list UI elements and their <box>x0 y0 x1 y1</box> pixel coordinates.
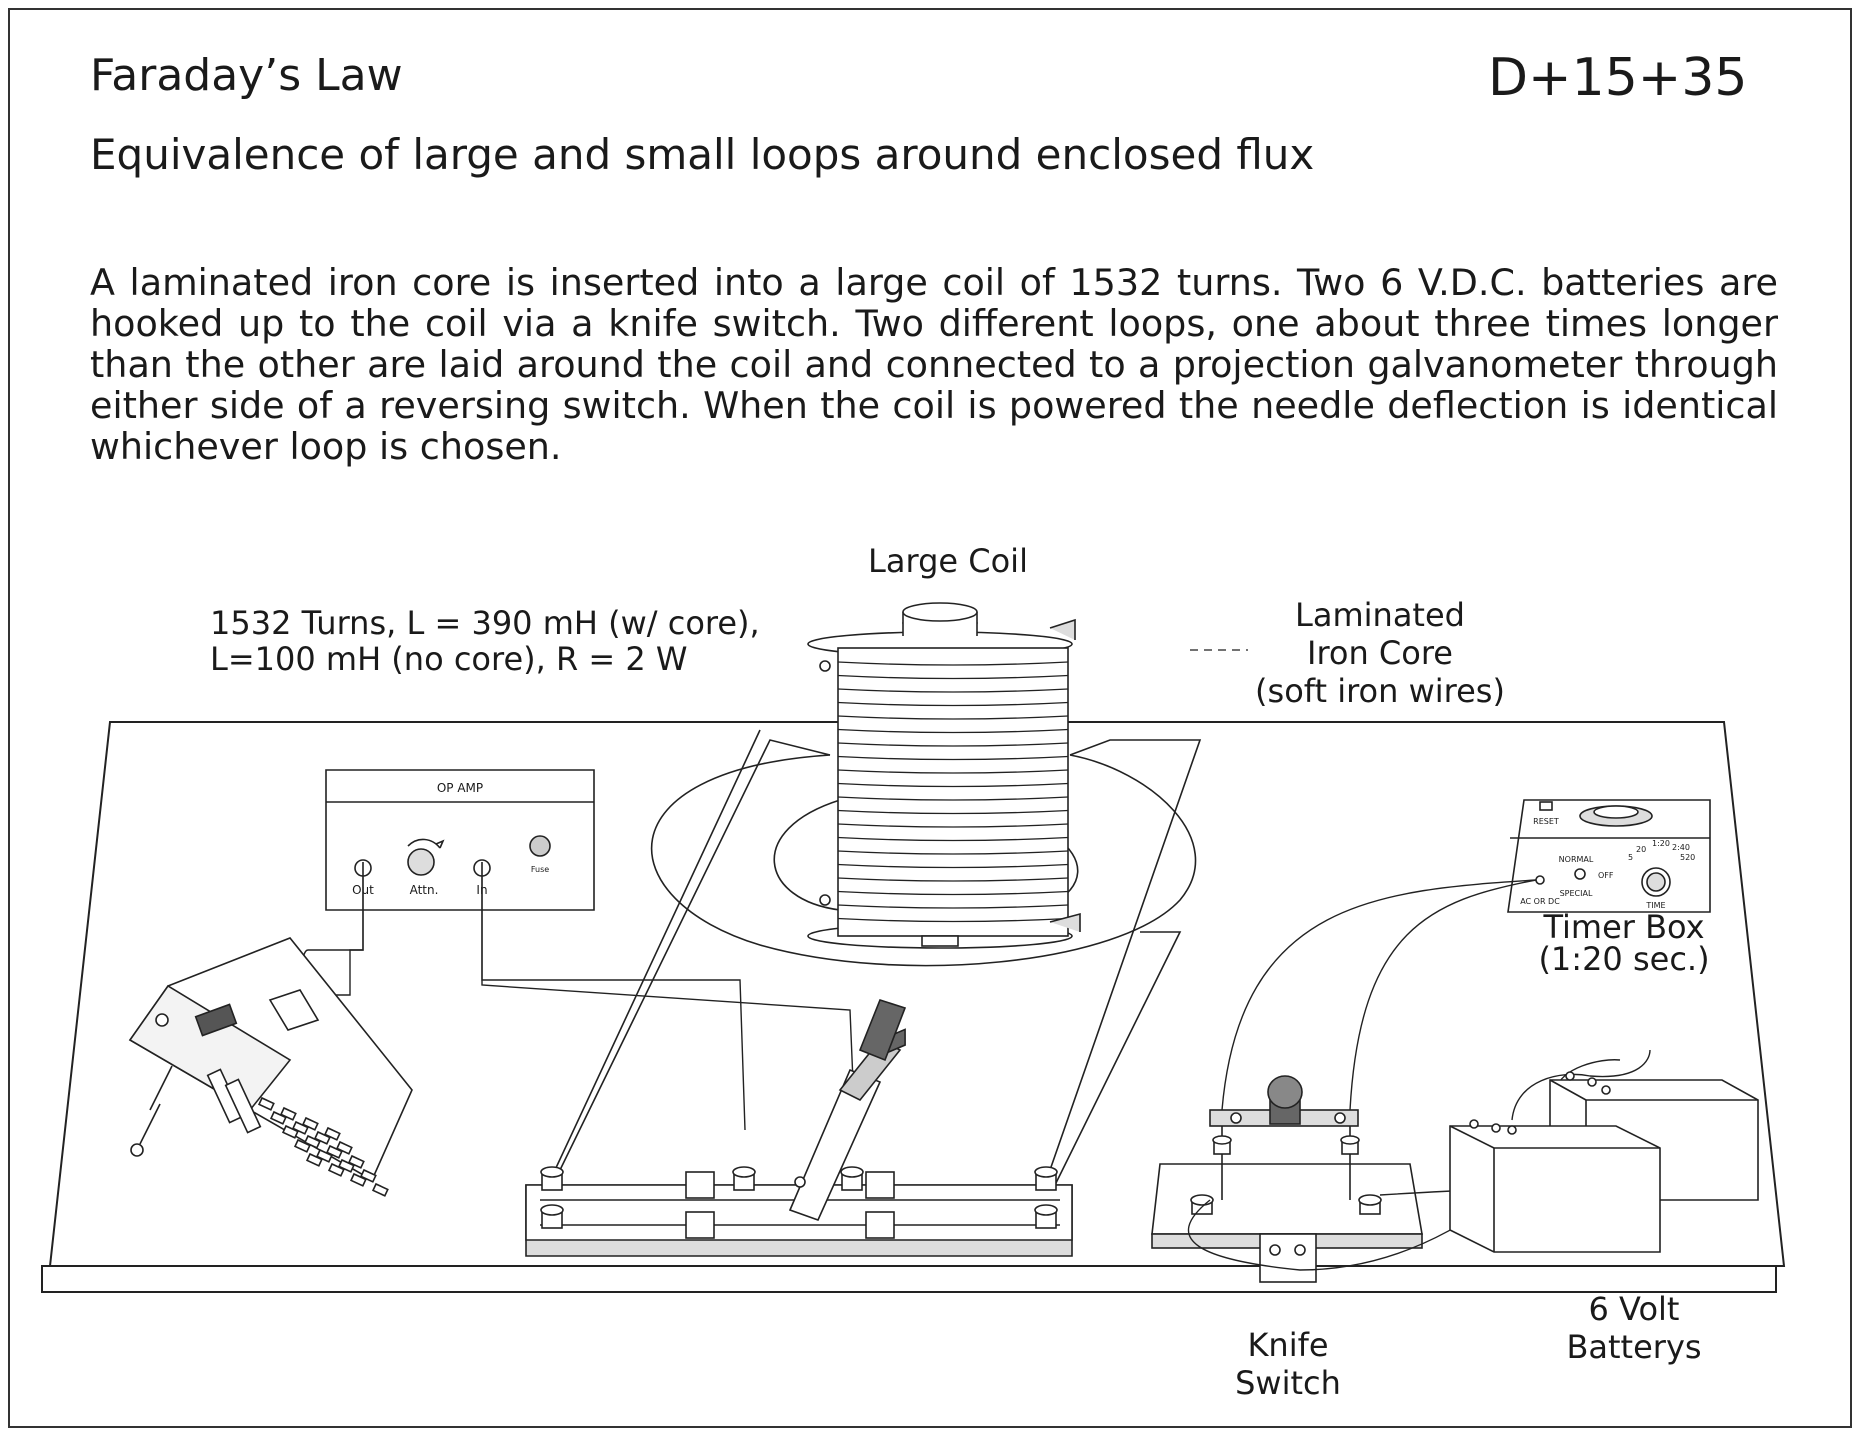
contact-clip <box>685 1171 715 1199</box>
coil-winding <box>837 823 1069 828</box>
timer-time-label: TIME <box>1645 901 1665 910</box>
keypad-key <box>315 1148 333 1163</box>
timer-ac-dc-jack[interactable] <box>1535 875 1545 885</box>
keypad-key <box>371 1182 389 1197</box>
keypad-key <box>269 1110 287 1125</box>
keypad-key <box>349 1172 367 1187</box>
projection-galvanometer <box>128 937 413 1197</box>
coil-winding <box>837 796 1069 801</box>
binding-post-cap <box>732 1166 756 1178</box>
fuse-label: Fuse <box>531 865 549 874</box>
keypad-key <box>281 1124 299 1139</box>
timer-mark-240: 2:40 <box>1672 843 1690 852</box>
contact-clip <box>685 1211 715 1239</box>
op-amp-box: OP AMP Out Attn. In Fuse <box>325 769 595 911</box>
keypad-key <box>323 1126 341 1141</box>
page-subtitle: Equivalence of large and small loops aro… <box>90 130 1315 179</box>
timer-mark-20: 20 <box>1636 845 1646 854</box>
coil-winding <box>837 701 1069 707</box>
coil-winding <box>837 904 1069 909</box>
contact-clip <box>865 1171 895 1199</box>
keypad-key <box>301 1116 319 1131</box>
description-paragraph: A laminated iron core is inserted into a… <box>90 261 1778 468</box>
coil-winding <box>837 769 1069 774</box>
coil-winding <box>837 715 1069 720</box>
coil-winding <box>837 863 1069 869</box>
keypad-key <box>279 1106 297 1121</box>
large-loop <box>559 739 1202 1171</box>
knife-switch[interactable] <box>1151 1075 1423 1283</box>
timer-normal-label: NORMAL <box>1559 855 1594 864</box>
keypad-key <box>305 1152 323 1167</box>
keypad-key <box>359 1168 377 1183</box>
timer-off-label: OFF <box>1598 871 1614 880</box>
timer-mode-switch[interactable] <box>1574 868 1586 880</box>
attn-knob[interactable] <box>407 848 435 876</box>
keypad-key <box>257 1096 275 1111</box>
knife-post-cap <box>1340 1135 1360 1145</box>
reversing-switch <box>525 999 1073 1257</box>
binding-post-cap <box>540 1204 564 1216</box>
keypad-key <box>327 1162 345 1177</box>
coil-winding <box>837 742 1069 747</box>
coil-winding <box>837 782 1069 788</box>
keypad-key <box>335 1140 353 1155</box>
keypad-key <box>303 1134 321 1149</box>
coil-specs-line1: 1532 Turns, L = 390 mH (w/ core), <box>210 604 760 642</box>
coil-winding <box>837 661 1069 666</box>
knife-switch-label-line1: Knife <box>1247 1326 1328 1364</box>
timer-mark-520: 520 <box>1680 853 1695 862</box>
binding-post-cap <box>840 1166 864 1178</box>
keypad-key <box>313 1130 331 1145</box>
keypad-key <box>325 1144 343 1159</box>
page-frame <box>8 8 1852 1428</box>
attn-label: Attn. <box>410 883 439 897</box>
coil-winding <box>837 688 1069 693</box>
large-coil <box>807 602 1081 949</box>
binding-post-cap <box>540 1166 564 1178</box>
coil-winding <box>837 850 1069 855</box>
knife-terminal-cap <box>1358 1194 1382 1206</box>
coil-winding <box>837 890 1069 896</box>
timer-label-line1: Timer Box <box>1542 908 1704 946</box>
battery-label-line1: 6 Volt <box>1589 1290 1680 1328</box>
contact-clip <box>865 1211 895 1239</box>
keypad-key <box>337 1158 355 1173</box>
keypad-key <box>291 1120 309 1135</box>
large-coil-label: Large Coil <box>868 542 1028 580</box>
demo-code: D+15+35 <box>1488 48 1748 108</box>
coil-winding <box>837 674 1069 680</box>
coil-winding <box>837 755 1069 761</box>
binding-post-cap <box>1034 1204 1058 1216</box>
timer-box: RESET NORMAL OFF SPECIAL AC OR DC TIME 5… <box>1507 799 1711 913</box>
op-amp-title: OP AMP <box>437 781 483 795</box>
knife-post-cap <box>1212 1135 1232 1145</box>
core-label-line1: Laminated <box>1295 596 1465 634</box>
coil-winding <box>837 877 1069 882</box>
timer-acdc-label: AC OR DC <box>1520 897 1560 906</box>
coil-specs-line2: L=100 mH (no core), R = 2 W <box>210 640 688 678</box>
timer-mark-5: 5 <box>1628 853 1633 862</box>
timer-reset-label: RESET <box>1533 817 1559 826</box>
coil-winding <box>837 728 1069 734</box>
core-label-line2: Iron Core <box>1307 634 1453 672</box>
timer-special-label: SPECIAL <box>1560 889 1593 898</box>
timer-label-line2: (1:20 sec.) <box>1538 940 1709 978</box>
coil-winding <box>837 809 1069 815</box>
timer-mark-120: 1:20 <box>1652 839 1670 848</box>
keypad-key <box>293 1138 311 1153</box>
coil-winding <box>837 836 1069 842</box>
fuse <box>529 835 551 857</box>
knife-switch-label-line2: Switch <box>1235 1364 1341 1402</box>
battery-label-line2: Batterys <box>1566 1328 1701 1366</box>
core-label-line3: (soft iron wires) <box>1255 672 1505 710</box>
binding-post-cap <box>1034 1166 1058 1178</box>
batteries <box>1449 1071 1759 1253</box>
page-title: Faraday’s Law <box>90 50 403 101</box>
keypad-key <box>347 1154 365 1169</box>
coil-winding <box>837 917 1069 923</box>
